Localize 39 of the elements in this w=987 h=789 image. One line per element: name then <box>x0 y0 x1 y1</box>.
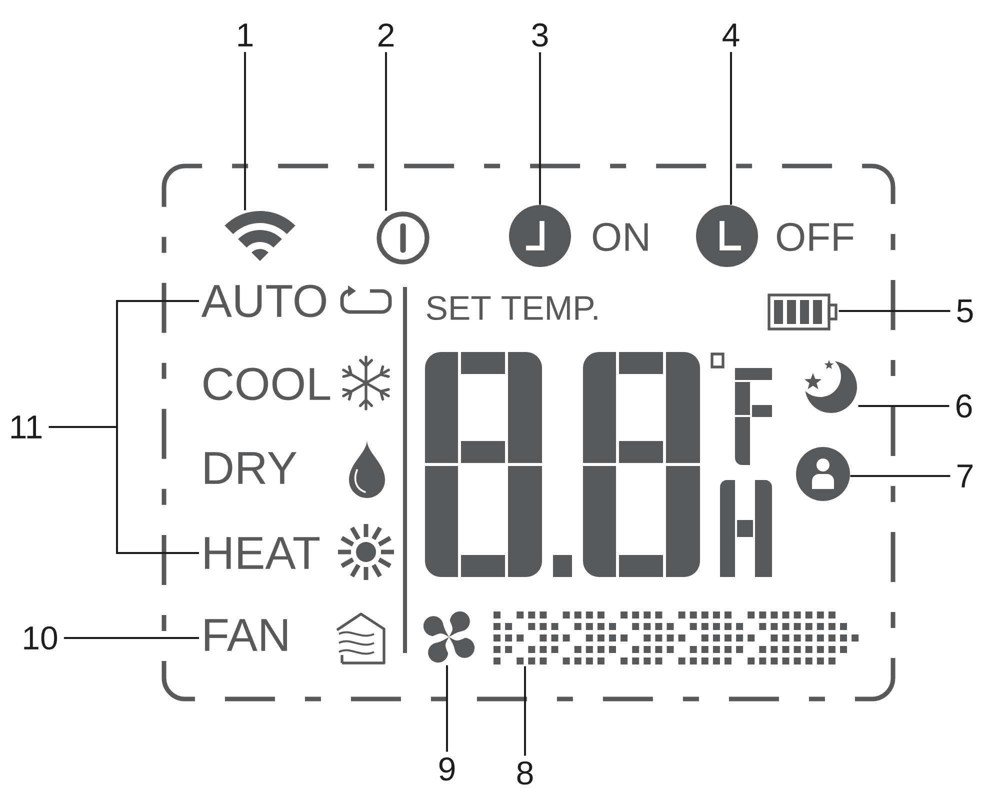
mode-label: AUTO <box>201 284 326 318</box>
leader-line <box>539 52 541 205</box>
power-icon <box>376 212 430 264</box>
leader-line <box>385 52 387 211</box>
leader-line <box>858 405 950 407</box>
callout-number: 5 <box>957 299 973 322</box>
mode-label: DRY <box>205 452 297 484</box>
callout-number: 10 <box>24 626 58 650</box>
callout-number: 6 <box>956 394 972 418</box>
mode-label: COOL <box>204 368 330 400</box>
leader-line <box>446 665 448 752</box>
leader-line <box>64 637 199 639</box>
battery-icon <box>768 294 838 330</box>
callout-number: 2 <box>378 23 394 46</box>
leader-line <box>850 475 950 477</box>
dot-matrix-display <box>494 612 859 664</box>
mode-label: HEAT <box>205 537 320 569</box>
callout-number: 1 <box>238 24 253 46</box>
leader-line <box>524 666 526 756</box>
callout-number: 7 <box>958 464 973 488</box>
callout-number: 8 <box>517 761 533 785</box>
leader-line <box>730 52 732 205</box>
leader-line <box>244 52 246 210</box>
leader-line <box>838 310 950 312</box>
callout-number: 4 <box>722 24 740 46</box>
moon-stars-icon <box>804 360 857 413</box>
leader-line <box>48 300 199 554</box>
timer-label: ON <box>592 222 648 252</box>
display-label: SET TEMP. <box>426 296 598 320</box>
mode-label: FAN <box>205 619 287 651</box>
person-icon <box>796 447 850 501</box>
callout-number: 11 <box>11 416 42 438</box>
clock-icon <box>696 205 758 267</box>
wifi-icon <box>224 211 296 261</box>
timer-label: OFF <box>776 222 854 252</box>
callout-number: 3 <box>532 23 548 47</box>
clock-icon <box>509 205 571 267</box>
fan-icon <box>423 611 475 663</box>
callout-number: 9 <box>439 757 455 781</box>
